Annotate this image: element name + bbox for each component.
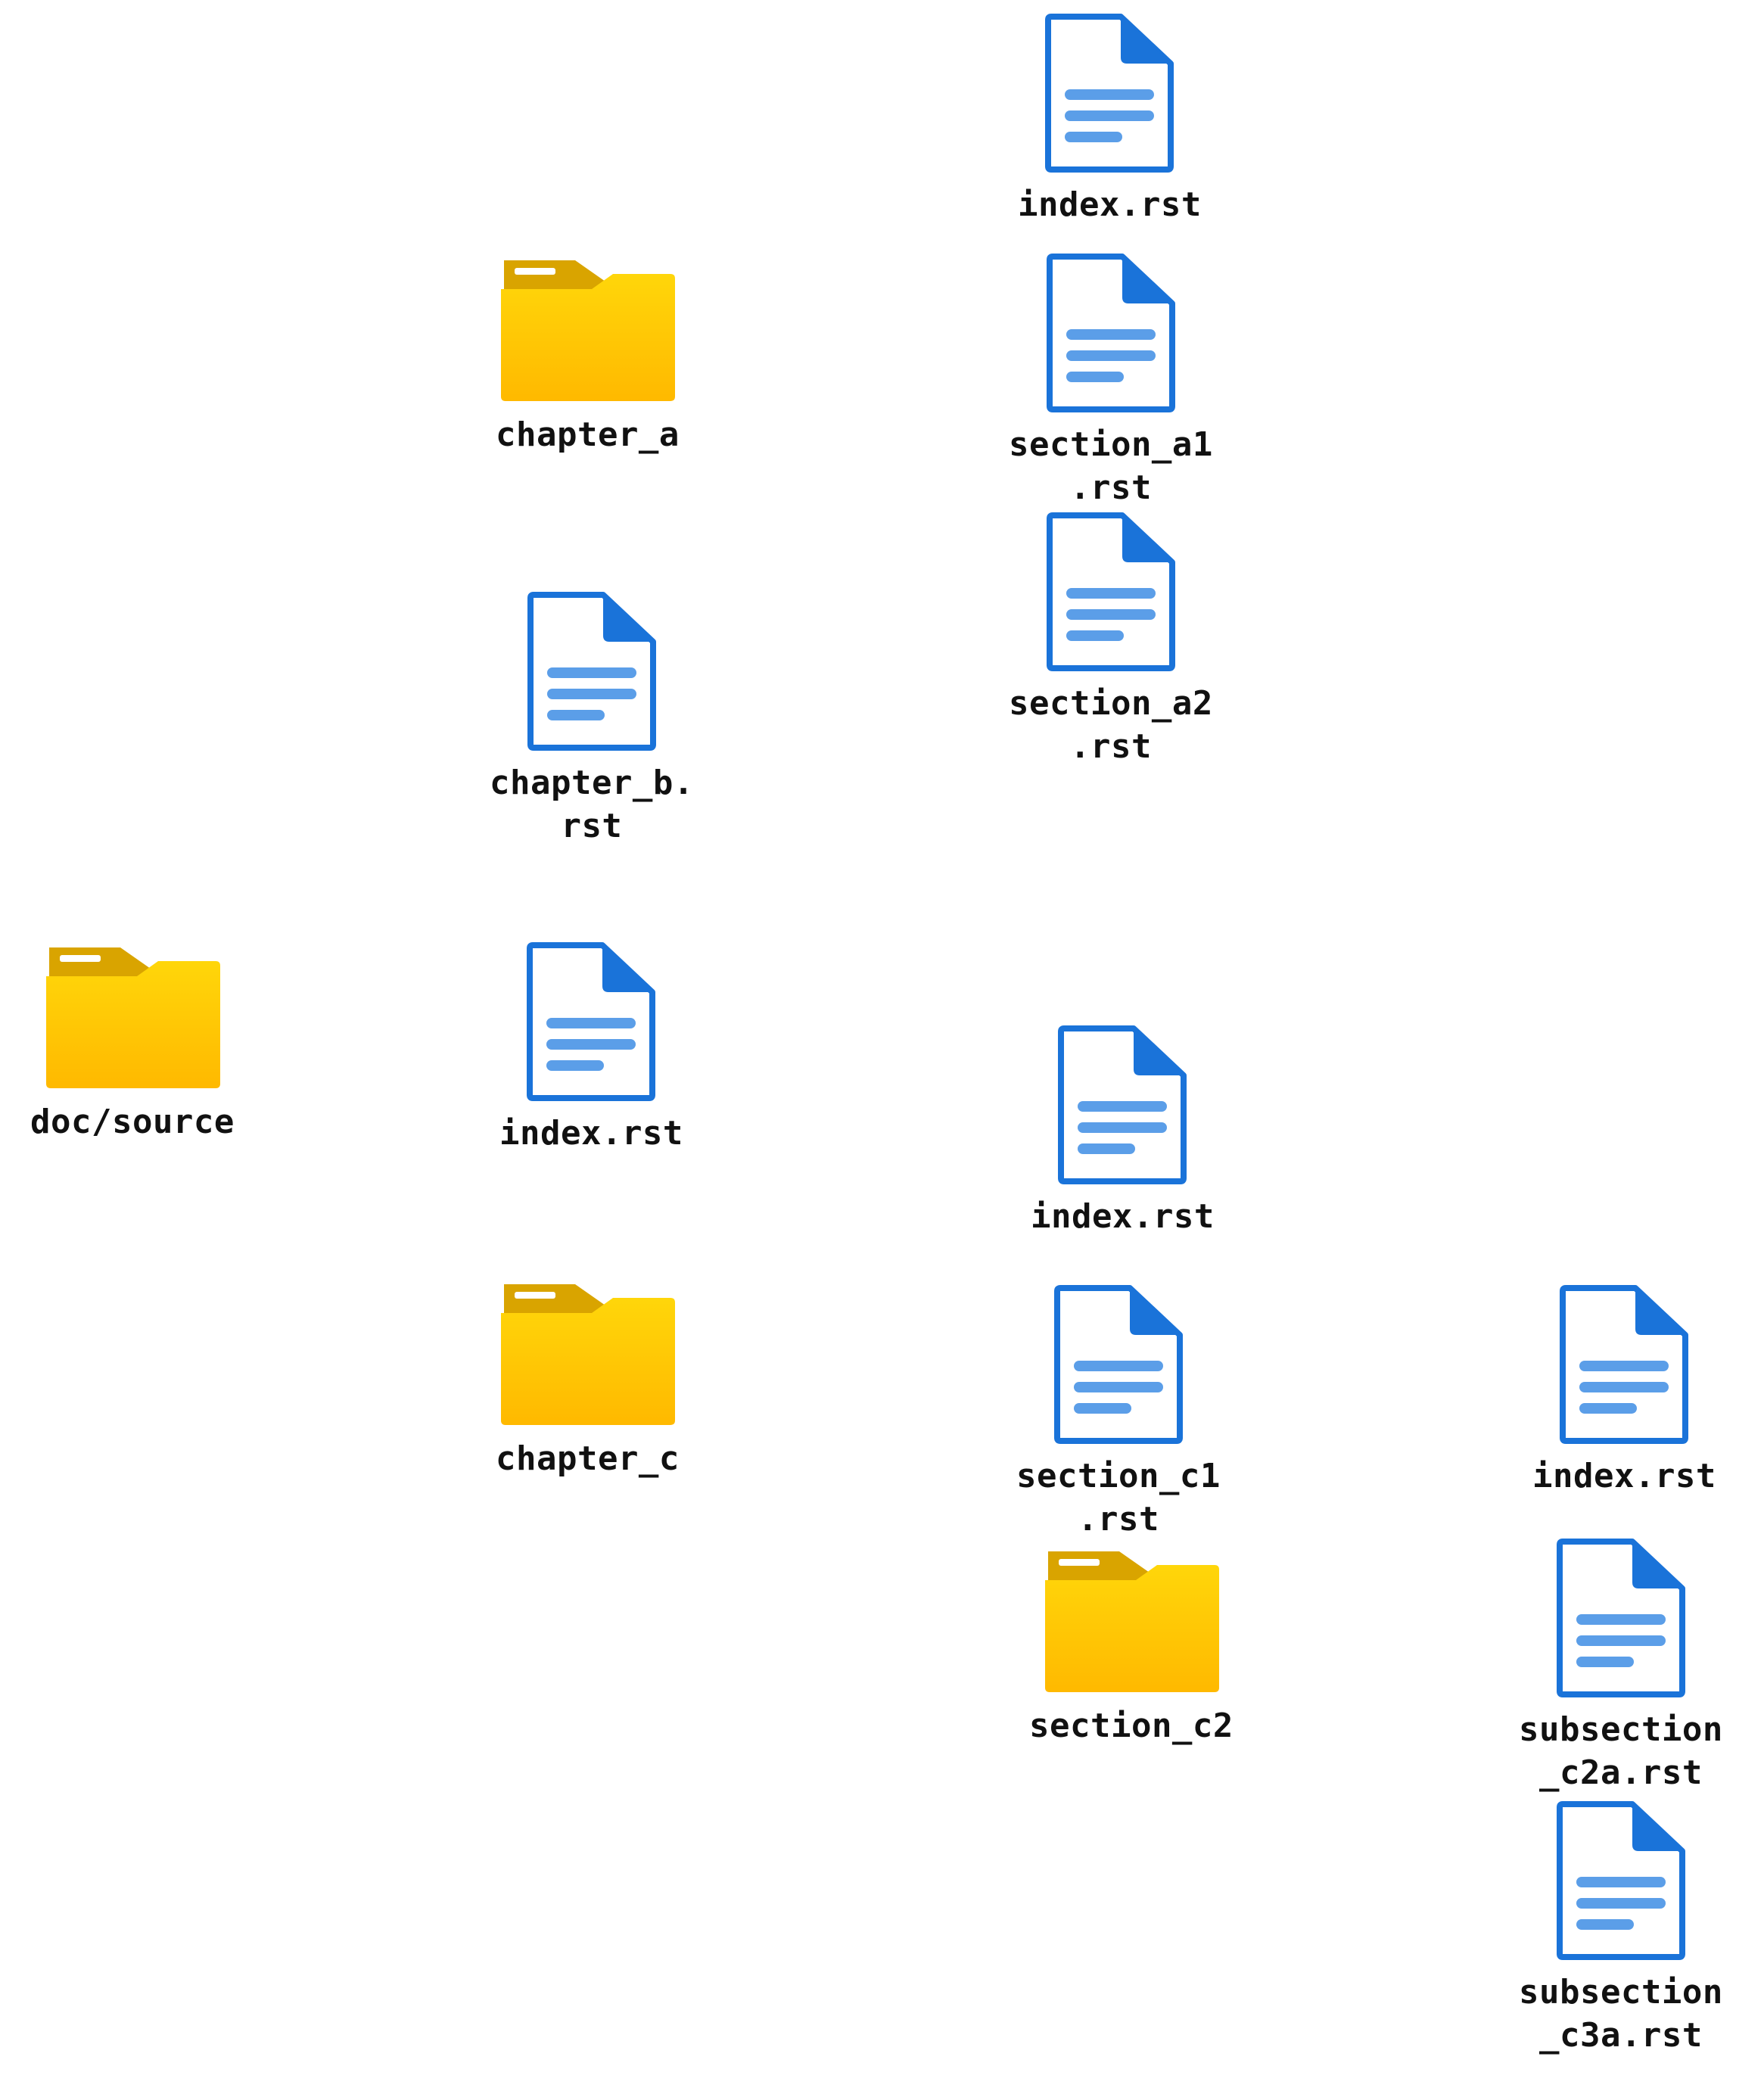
folder-label: chapter_c: [496, 1439, 680, 1478]
folder-chapter-a[interactable]: chapter_a: [496, 259, 680, 456]
file-label: subsection _c2a.rst: [1519, 1710, 1723, 1792]
folder-icon: [499, 259, 675, 403]
folder-section-c2[interactable]: section_c2: [1029, 1550, 1234, 1747]
folder-label: chapter_a: [496, 415, 680, 454]
file-label: section_a1 .rst: [1009, 425, 1213, 507]
folder-icon: [1044, 1550, 1219, 1694]
folder-label: doc/source: [30, 1103, 235, 1141]
file-icon: [1053, 1285, 1184, 1444]
file-icon: [525, 942, 657, 1101]
file-icon: [1555, 1801, 1687, 1960]
file-label: section_a2 .rst: [1009, 684, 1213, 766]
file-section-c1[interactable]: section_c1 .rst: [1016, 1285, 1221, 1541]
file-icon: [1044, 14, 1175, 173]
folder-icon: [45, 946, 220, 1090]
file-chapter-c-index[interactable]: index.rst: [1031, 1025, 1215, 1238]
file-icon: [1056, 1025, 1188, 1184]
file-icon: [1558, 1285, 1690, 1444]
file-section-c2-index[interactable]: index.rst: [1532, 1285, 1716, 1498]
file-index-root[interactable]: index.rst: [499, 942, 683, 1155]
folder-icon: [499, 1283, 675, 1427]
file-label: index.rst: [499, 1114, 683, 1153]
folder-label: section_c2: [1029, 1707, 1234, 1745]
folder-doc-source[interactable]: doc/source: [30, 946, 235, 1143]
file-icon: [1045, 254, 1177, 412]
file-label: section_c1 .rst: [1016, 1457, 1221, 1539]
file-icon: [1045, 512, 1177, 671]
file-label: chapter_b. rst: [490, 764, 694, 845]
file-chapter-b[interactable]: chapter_b. rst: [490, 592, 694, 848]
file-icon: [526, 592, 658, 751]
file-label: index.rst: [1031, 1197, 1215, 1236]
folder-chapter-c[interactable]: chapter_c: [496, 1283, 680, 1480]
file-icon: [1555, 1539, 1687, 1697]
file-chapter-a-index[interactable]: index.rst: [1018, 14, 1202, 226]
file-label: subsection _c3a.rst: [1519, 1973, 1723, 2055]
file-subsection-c2a[interactable]: subsection _c2a.rst: [1519, 1539, 1723, 1794]
file-label: index.rst: [1018, 185, 1202, 224]
file-section-a2[interactable]: section_a2 .rst: [1009, 512, 1213, 768]
file-section-a1[interactable]: section_a1 .rst: [1009, 254, 1213, 509]
file-subsection-c3a[interactable]: subsection _c3a.rst: [1519, 1801, 1723, 2057]
file-label: index.rst: [1532, 1457, 1716, 1495]
